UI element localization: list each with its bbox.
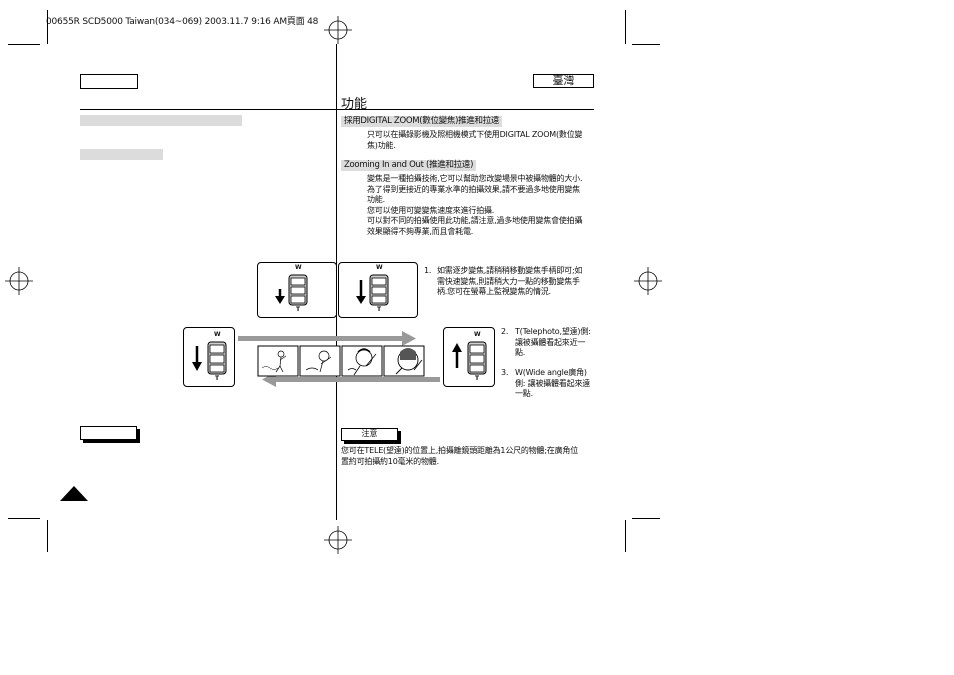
left-language-tab [80, 74, 138, 89]
left-heading-shade [80, 115, 242, 126]
zooming-text: 變焦是一種拍攝技術,它可以幫助您改變場景中被攝物體的大小. 為了得到更接近的專業… [367, 174, 582, 238]
text-line: 讓被攝體看起來近一 [515, 337, 586, 347]
text-line: 焦)功能. [367, 140, 396, 150]
text-line: 效果顯得不夠專業,而且會耗電. [367, 226, 474, 236]
zoom-switch-tele-illustration: W T [183, 327, 235, 387]
step-number: 3. [501, 368, 509, 377]
tele-label: T [475, 375, 480, 382]
text-line: 如需逐步變焦,請稍稍移動變焦手柄即可;如 [437, 266, 583, 275]
tele-label: T [377, 306, 382, 313]
text-line: T(Telephoto,望遠)側: [515, 327, 591, 336]
text-line: 側: 讓被攝體看起來遠 [515, 378, 591, 388]
step-2: 2. T(Telephoto,望遠)側: 讓被攝體看起來近一 點. [501, 327, 591, 359]
text-line: 可以對不同的拍攝使用此功能,請注意,過多地使用變焦會使拍攝 [367, 216, 583, 226]
print-header-file: 00655R SCD5000 Taiwan(034~069) 2003.11.7… [46, 17, 287, 27]
zoom-lever-icon [275, 274, 308, 306]
left-note-label [80, 426, 137, 440]
tele-label: T [296, 306, 301, 313]
zooming-heading: Zooming In and Out (推進和拉遠) [341, 160, 477, 171]
digital-zoom-heading: 採用DIGITAL ZOOM(數位變焦)推進和拉遠 [341, 116, 503, 127]
page-title: 功能 [341, 97, 368, 112]
registration-mark-icon [634, 267, 662, 295]
title-rule [80, 109, 594, 110]
language-tab: 臺灣 [533, 74, 594, 88]
digital-zoom-text: 只可以在攝錄影機及照相機模式下使用DIGITAL ZOOM(數位變 焦)功能. [367, 130, 583, 151]
arrow-down-icon [192, 341, 227, 375]
tele-label: T [215, 375, 220, 382]
wide-label: W [474, 331, 481, 338]
text-line: 您可以使用可變變焦速度來進行拍攝. [367, 205, 495, 215]
zoom-lever-icon [356, 274, 389, 306]
text-line: 變焦是一種拍攝技術,它可以幫助您改變場景中被攝物體的大小. [367, 174, 583, 183]
zoom-switch-wide-illustration: W T [443, 327, 495, 387]
page-triangle-icon [60, 486, 88, 501]
registration-mark-icon [5, 267, 33, 295]
zoom-switch-illustration-1: W T [257, 262, 337, 318]
text-line: 柄.您可在螢幕上監視變焦的情況. [437, 287, 551, 297]
text-line: 點. [515, 348, 526, 358]
note-label: 注意 [341, 428, 398, 441]
registration-mark-icon [324, 16, 352, 44]
wide-label: W [214, 331, 221, 338]
zoom-sequence-illustration [238, 331, 440, 387]
note-text: 您可在TELE(望遠)的位置上,拍攝離鏡頭距離為1公尺的物體;在廣角位 置約可拍… [341, 446, 578, 467]
text-line: 一點. [515, 389, 533, 399]
wide-label: W [295, 264, 302, 271]
text-line: 置約可拍攝約10毫米的物體. [341, 456, 439, 466]
wide-label: W [376, 264, 383, 271]
text-line: 需快速變焦,則請稍大力一點的移動變焦手 [437, 276, 580, 286]
text-line: 只可以在攝錄影機及照相機模式下使用DIGITAL ZOOM(數位變 [367, 130, 583, 139]
print-header: 00655R SCD5000 Taiwan(034~069) 2003.11.7… [46, 14, 318, 27]
step-number: 2. [501, 327, 509, 336]
text-line: 功能. [367, 195, 385, 205]
zoom-switch-illustration-2: W T [338, 262, 418, 318]
text-line: 您可在TELE(望遠)的位置上,拍攝離鏡頭距離為1公尺的物體;在廣角位 [341, 446, 579, 455]
step-3: 3. W(Wide angle廣角) 側: 讓被攝體看起來遠 一點. [501, 368, 590, 400]
step-number: 1. [424, 266, 432, 275]
text-line: 為了得到更接近的專業水準的拍攝效果,請不要過多地使用變焦 [367, 184, 580, 194]
print-header-page: 頁面 48 [286, 17, 319, 27]
step-1: 1. 如需逐步變焦,請稍稍移動變焦手柄即可;如 需快速變焦,則請稍大力一點的移動… [424, 266, 582, 298]
language-tab-label: 臺灣 [552, 74, 575, 87]
text-line: W(Wide angle廣角) [515, 368, 587, 377]
arrow-up-icon [452, 341, 487, 375]
registration-mark-icon [324, 526, 352, 554]
left-subheading-shade [80, 149, 163, 160]
note-label-text: 注意 [361, 429, 378, 438]
